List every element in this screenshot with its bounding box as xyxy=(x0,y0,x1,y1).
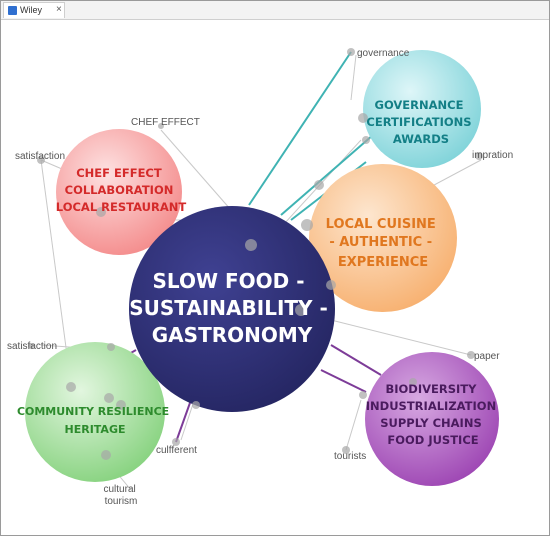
keyword-cultural-tourism: cultural tourism xyxy=(103,484,138,507)
cluster-label-governance: GOVERNANCE CERTIFICATIONS AWARDS xyxy=(366,98,475,146)
keyword-impration: impration xyxy=(472,150,513,161)
wiley-icon xyxy=(8,6,17,15)
cluster-label-local-cuisine: LOCAL CUISINE - AUTHENTIC - EXPERIENCE xyxy=(326,217,441,270)
keyword-chef-effect: CHEF EFFECT xyxy=(131,117,200,128)
central-label: SLOW FOOD - SUSTAINABILITY - GASTRONOMY xyxy=(129,269,335,347)
keyword-satisfaction-top: satisfaction xyxy=(15,151,65,162)
keyword-satisfaction-left: satisfaction xyxy=(7,341,57,352)
cluster-community xyxy=(25,342,165,482)
cluster-label-community: COMMUNITY RESILIENCE HERITAGE xyxy=(17,405,173,436)
tab-title: Wiley xyxy=(20,5,42,15)
cluster-biodiversity xyxy=(365,352,499,486)
tab-bar: Wiley × xyxy=(1,1,549,20)
concept-network-diagram: CHEF EFFECT COLLABORATION LOCAL RESTAURA… xyxy=(7,48,513,507)
keyword-governance: governance xyxy=(357,48,410,59)
central-hub xyxy=(129,206,335,412)
close-icon[interactable]: × xyxy=(56,4,62,15)
keyword-paper: paper xyxy=(474,351,500,362)
cluster-label-chef-effect: CHEF EFFECT COLLABORATION LOCAL RESTAURA… xyxy=(56,166,187,214)
cluster-chef-effect xyxy=(56,129,182,255)
tab-wiley[interactable]: Wiley × xyxy=(3,2,65,18)
cluster-local-cuisine xyxy=(309,164,457,312)
keyword-tourists: tourists xyxy=(334,451,366,462)
keyword-nodes xyxy=(28,48,483,460)
cluster-label-biodiversity: BIODIVERSITY INDUSTRIALIZATION SUPPLY CH… xyxy=(366,382,500,447)
keyword-culfferent: culfferent xyxy=(156,445,197,456)
cluster-governance xyxy=(363,50,481,168)
